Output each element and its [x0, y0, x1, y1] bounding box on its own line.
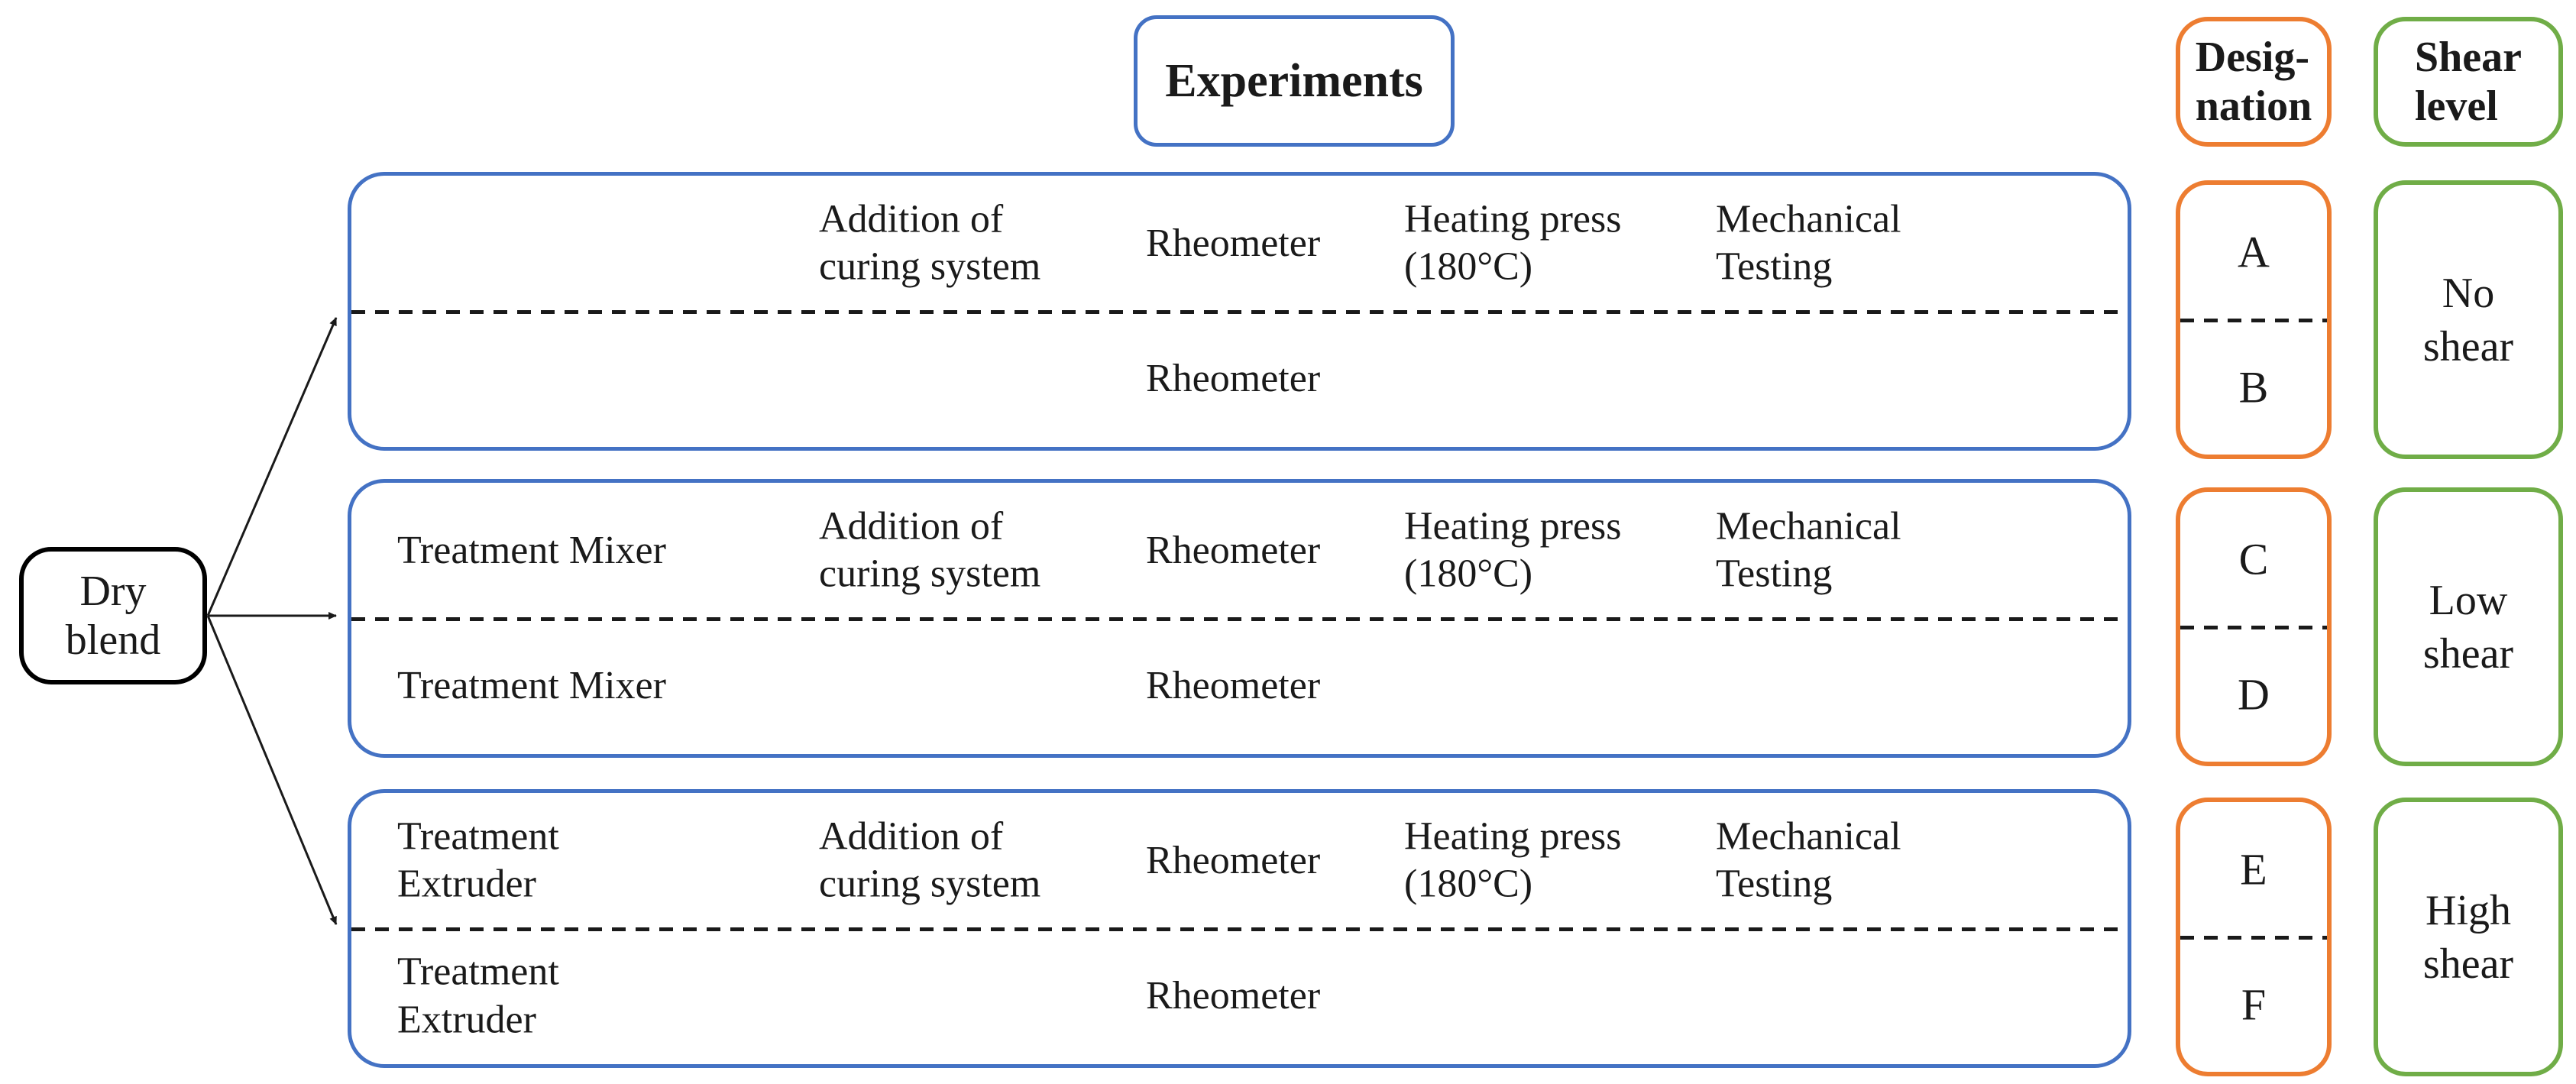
dashed-divider — [351, 927, 2128, 931]
dashed-divider — [2180, 935, 2327, 940]
dashed-divider — [351, 616, 2128, 621]
designation-a: A — [2238, 227, 2270, 277]
shear-box-no-shear: No shear — [2374, 180, 2563, 459]
step-curing-system: Addition of curing system — [819, 504, 1041, 596]
shear-label-high: High shear — [2422, 886, 2514, 988]
step-treatment-mixer: Treatment Mixer — [397, 664, 666, 708]
dry-blend-node: Dry blend — [19, 547, 207, 684]
step-curing-system: Addition of curing system — [819, 197, 1041, 289]
step-rheometer: Rheometer — [1146, 664, 1321, 708]
step-heating-press: Heating press (180°C) — [1404, 504, 1622, 596]
shear-box-high-shear: High shear — [2374, 798, 2563, 1076]
shear-level-header: Shear level — [2374, 17, 2563, 147]
process-row3-path-e: Treatment Extruder Addition of curing sy… — [351, 793, 2128, 929]
designation-b: B — [2238, 362, 2269, 413]
designation-d: D — [2238, 669, 2270, 720]
step-treatment-extruder: Treatment Extruder — [397, 950, 559, 1042]
shear-box-low-shear: Low shear — [2374, 487, 2563, 766]
step-treatment-extruder: Treatment Extruder — [397, 814, 559, 906]
experiments-header: Experiments — [1134, 15, 1455, 147]
step-rheometer: Rheometer — [1146, 357, 1321, 401]
designation-f: F — [2241, 979, 2267, 1030]
dashed-divider — [351, 309, 2128, 314]
shear-label-no: No shear — [2422, 269, 2514, 371]
arrow-to-row1 — [206, 317, 338, 616]
shear-label-low: Low shear — [2422, 576, 2514, 678]
designation-e: E — [2240, 844, 2267, 895]
designation-header-label: Desig- nation — [2195, 33, 2312, 130]
process-box-no-shear: Addition of curing system Rheometer Heat… — [348, 172, 2131, 451]
designation-box-cd: C D — [2176, 487, 2332, 766]
step-mechanical-testing: Mechanical Testing — [1716, 197, 1901, 289]
experiments-header-label: Experiments — [1165, 54, 1423, 107]
designation-box-ab: A B — [2176, 180, 2332, 459]
step-mechanical-testing: Mechanical Testing — [1716, 504, 1901, 596]
step-rheometer: Rheometer — [1146, 974, 1321, 1018]
process-box-high-shear: Treatment Extruder Addition of curing sy… — [348, 789, 2131, 1068]
designation-c: C — [2238, 534, 2269, 584]
process-row2-path-c: Treatment Mixer Addition of curing syste… — [351, 483, 2128, 619]
dashed-divider — [2180, 318, 2327, 322]
process-row2-path-d: Treatment Mixer Rheometer — [351, 619, 2128, 755]
dry-blend-label: Dry blend — [65, 567, 161, 664]
step-rheometer: Rheometer — [1146, 528, 1321, 572]
process-row1-path-b: Rheometer — [351, 312, 2128, 448]
step-mechanical-testing: Mechanical Testing — [1716, 814, 1901, 906]
designation-header: Desig- nation — [2176, 17, 2332, 147]
arrow-to-row3 — [206, 615, 338, 925]
dashed-divider — [2180, 625, 2327, 629]
process-row1-path-a: Addition of curing system Rheometer Heat… — [351, 176, 2128, 312]
shear-level-header-label: Shear level — [2415, 33, 2522, 130]
step-rheometer: Rheometer — [1146, 838, 1321, 882]
step-rheometer: Rheometer — [1146, 221, 1321, 265]
process-box-low-shear: Treatment Mixer Addition of curing syste… — [348, 479, 2131, 758]
step-treatment-mixer: Treatment Mixer — [397, 528, 666, 572]
designation-box-ef: E F — [2176, 798, 2332, 1076]
step-heating-press: Heating press (180°C) — [1404, 814, 1622, 906]
process-row3-path-f: Treatment Extruder Rheometer — [351, 929, 2128, 1065]
step-heating-press: Heating press (180°C) — [1404, 197, 1622, 289]
step-curing-system: Addition of curing system — [819, 814, 1041, 906]
